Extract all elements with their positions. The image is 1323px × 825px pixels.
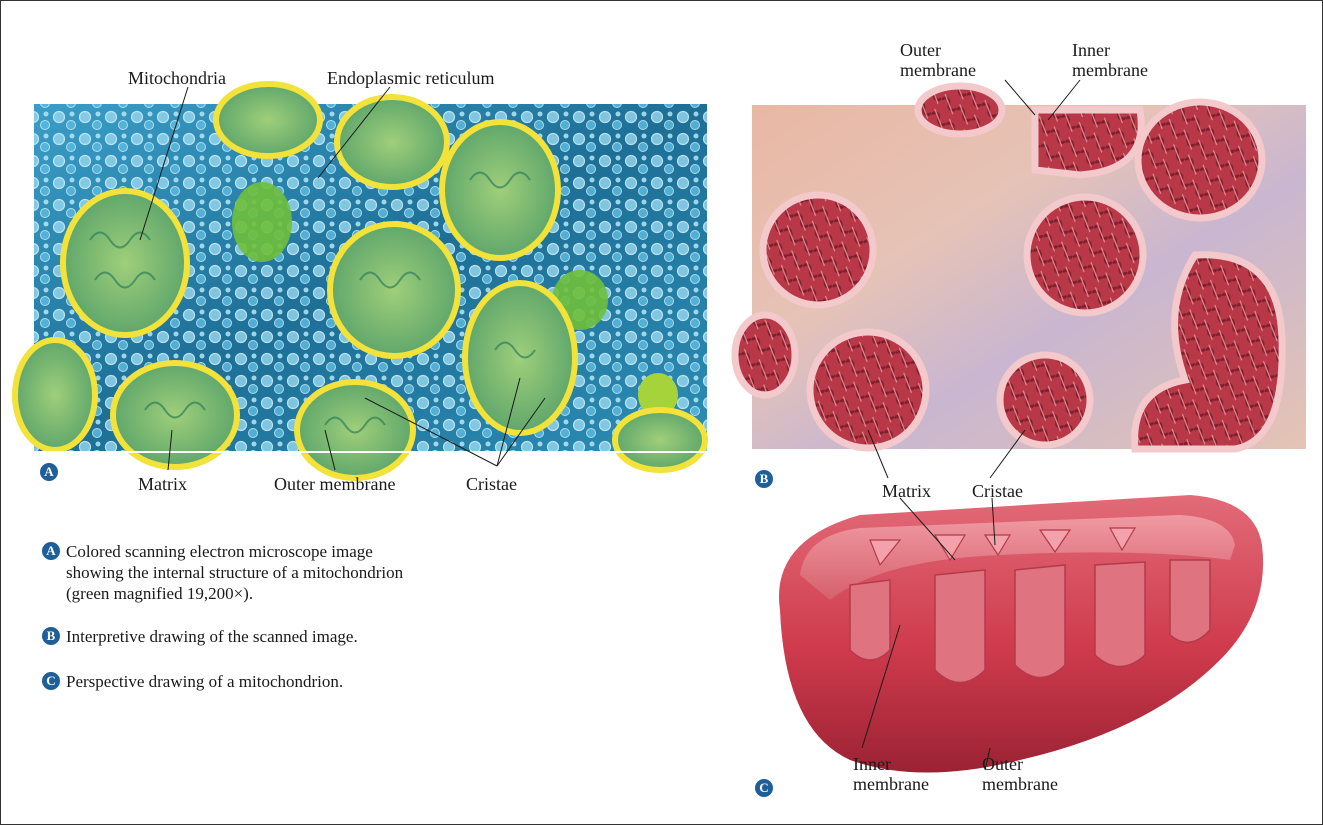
label-endoplasmic-reticulum: Endoplasmic reticulum [327, 68, 494, 88]
label-outer-membrane-b: Outer membrane [900, 40, 976, 80]
label-inner-membrane-b: Inner membrane [1072, 40, 1148, 80]
caption-b-badge: B [42, 627, 60, 645]
panel-a-badge: A [40, 463, 58, 481]
panel-b-drawing [735, 86, 1306, 449]
caption-c-text: Perspective drawing of a mitochondrion. [66, 671, 406, 692]
label-inner-membrane-c: Inner membrane [853, 754, 929, 794]
label-matrix-b: Matrix [882, 481, 931, 501]
caption-b: B Interpretive drawing of the scanned im… [42, 626, 402, 648]
panel-b-badge: B [755, 470, 773, 488]
panel-a-sem-image [15, 84, 707, 478]
caption-c: C Perspective drawing of a mitochondrion… [42, 671, 402, 693]
caption-a-text: Colored scanning electron microscope ima… [66, 541, 406, 604]
caption-c-badge: C [42, 672, 60, 690]
caption-a-badge: A [42, 542, 60, 560]
label-cristae-a: Cristae [466, 474, 517, 494]
label-mitochondria: Mitochondria [128, 68, 226, 88]
label-outer-membrane-a: Outer membrane [274, 474, 395, 494]
label-matrix-a: Matrix [138, 474, 187, 494]
label-outer-membrane-c: Outer membrane [982, 754, 1058, 794]
label-cristae-b: Cristae [972, 481, 1023, 501]
caption-b-text: Interpretive drawing of the scanned imag… [66, 626, 406, 647]
panel-c-badge: C [755, 779, 773, 797]
caption-a: A Colored scanning electron microscope i… [42, 541, 402, 605]
